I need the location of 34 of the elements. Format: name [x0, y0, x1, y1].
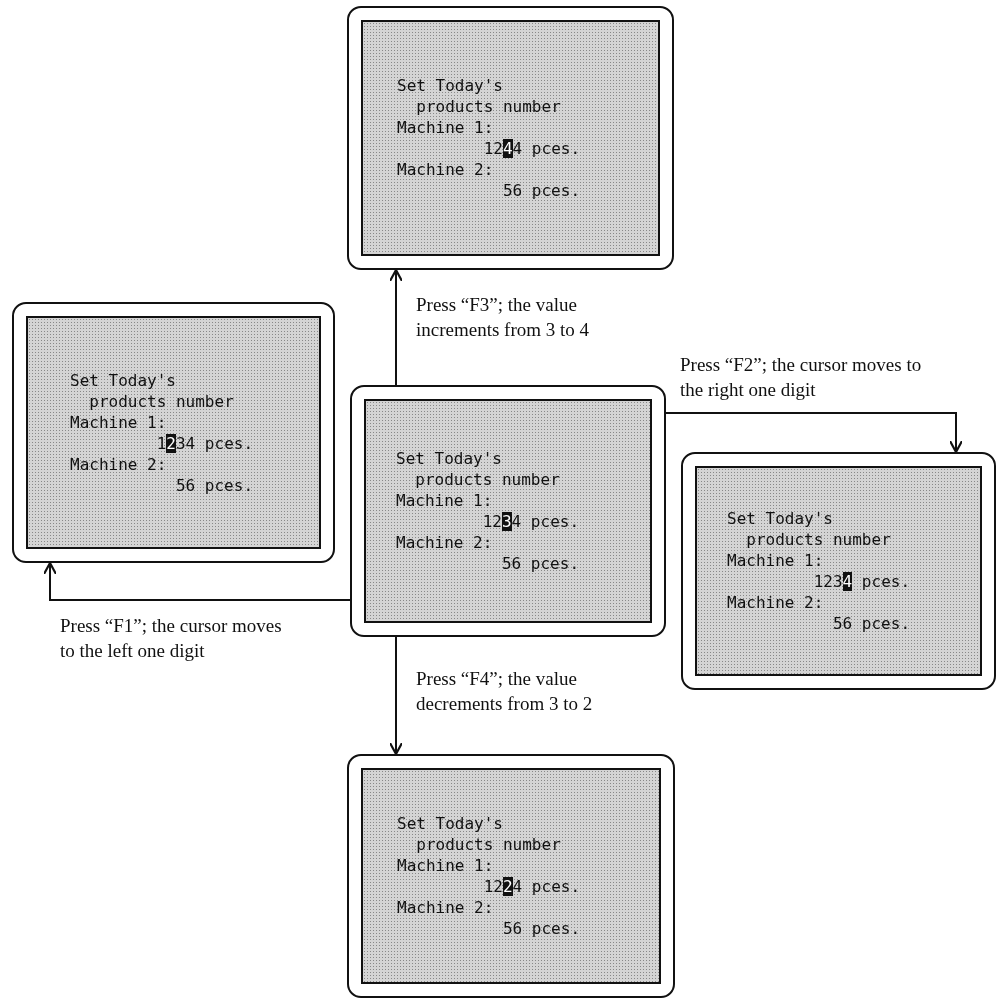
screen-text: Machine 1:	[70, 411, 167, 433]
screen-text: Machine 2:	[727, 592, 824, 613]
screen-text: Set Today's products number	[396, 448, 560, 490]
screen-text: 1244 pces.	[483, 138, 581, 159]
screen-frame	[347, 754, 675, 998]
screen-text: 56 pces.	[175, 474, 253, 496]
screen-text: 1234 pces.	[156, 432, 254, 454]
screen-text: Machine 1:	[397, 855, 494, 876]
screen-text: 56 pces.	[502, 180, 580, 201]
screen-frame	[347, 6, 674, 270]
arrow	[42, 561, 351, 601]
screen-frame	[681, 452, 996, 690]
arrow	[665, 412, 964, 454]
screen-text: Machine 1:	[397, 117, 494, 138]
arrow	[388, 636, 404, 756]
screen-frame	[12, 302, 335, 563]
screen-text: Set Today's products number	[70, 369, 234, 412]
screen-text: Machine 2:	[397, 897, 494, 918]
screen-text: Set Today's products number	[727, 508, 891, 550]
screen-text: Machine 2:	[397, 159, 494, 180]
screen-text: 1234 pces.	[813, 571, 911, 592]
screen-text: 56 pces.	[502, 918, 580, 939]
screen-text: Machine 1:	[727, 550, 824, 571]
screen-text: Machine 1:	[396, 490, 493, 511]
screen-text: 1224 pces.	[483, 876, 581, 897]
screen-text: Set Today's products number	[397, 813, 561, 855]
screen-frame	[350, 385, 666, 637]
screen-text: 1234 pces.	[482, 511, 580, 532]
screen-text: 56 pces.	[832, 613, 910, 634]
screen-text: Set Today's products number	[397, 75, 561, 117]
screen-text: 56 pces.	[501, 553, 579, 574]
arrow	[388, 268, 404, 386]
screen-text: Machine 2:	[396, 532, 493, 553]
screen-text: Machine 2:	[70, 453, 167, 475]
